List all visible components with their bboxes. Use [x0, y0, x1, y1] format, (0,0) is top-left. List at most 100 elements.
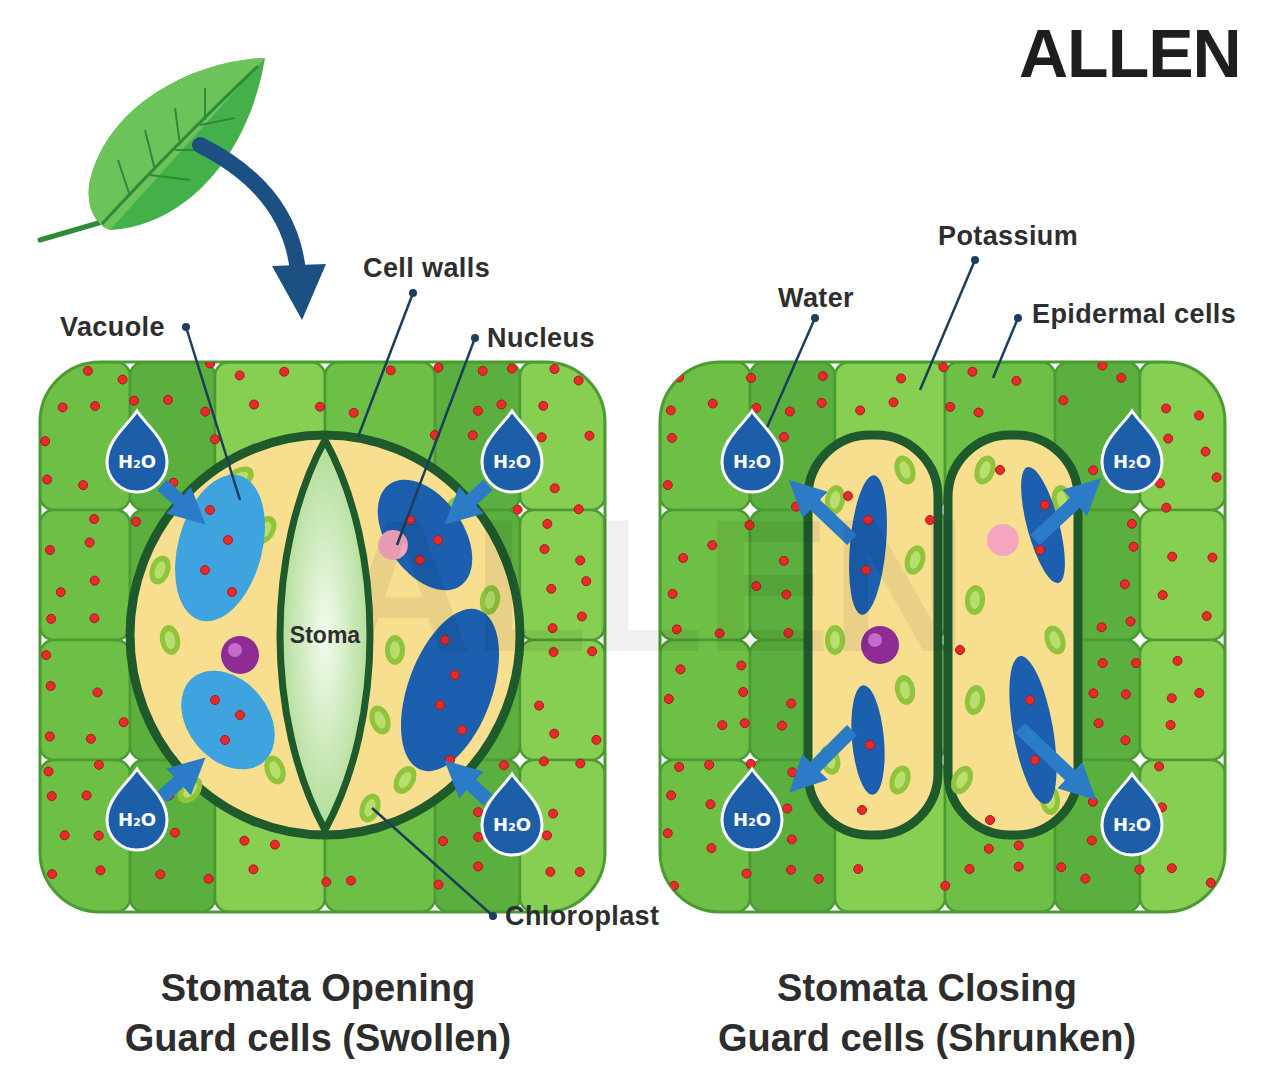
potassium-ion [862, 566, 871, 575]
drop-outline [1096, 771, 1168, 859]
potassium-ion [93, 688, 102, 697]
chloroplast-center [954, 770, 971, 791]
potassium-ion [818, 372, 827, 381]
potassium-ion [434, 536, 443, 545]
potassium-ion [1097, 623, 1106, 632]
logo: ALLEN [1019, 19, 1241, 87]
potassium-ion [550, 365, 559, 374]
chloroplast [355, 790, 384, 825]
chloroplast-center [897, 460, 913, 480]
potassium-ions [663, 362, 1221, 890]
potassium-ion [745, 521, 754, 530]
chloroplast-body [893, 673, 918, 706]
chloroplast [278, 573, 303, 606]
leader-dot [182, 323, 190, 331]
potassium-ion [474, 808, 483, 817]
potassium-ion [574, 505, 583, 514]
potassium-ion [1206, 878, 1215, 887]
potassium-ion [588, 647, 597, 656]
zoom-arrow [200, 145, 298, 272]
stoma-label: Stoma [250, 620, 400, 650]
potassium-ion [708, 399, 717, 408]
chloroplast-center [396, 770, 414, 791]
potassium-ion [79, 481, 88, 490]
potassium-ion [1158, 803, 1167, 812]
chloroplast-center [899, 680, 912, 699]
chloroplast-center [267, 760, 283, 780]
potassium-ion [250, 400, 259, 409]
chloroplast-body [145, 552, 174, 587]
potassium-ion [844, 492, 853, 501]
chloroplast [145, 552, 174, 587]
potassium-ion [746, 482, 755, 491]
chloroplast [885, 762, 914, 797]
potassium-ion [1089, 689, 1098, 698]
flow-arrow [162, 485, 184, 505]
potassium-ion [270, 840, 279, 849]
potassium-ion [499, 761, 508, 770]
water-label: H₂O [476, 449, 548, 475]
water-label: H₂O [1096, 449, 1168, 475]
chloroplast-body [964, 584, 987, 616]
chloroplast [963, 683, 988, 716]
potassium-ion [468, 431, 477, 440]
potassium-ion [715, 629, 724, 638]
potassium-ion [386, 366, 395, 375]
epidermal-cell [40, 510, 130, 640]
potassium-ion [672, 625, 681, 634]
potassium-ion [550, 484, 559, 493]
potassium-ion [1201, 447, 1210, 456]
potassium-ion [499, 828, 508, 837]
potassium-ion [458, 726, 467, 735]
potassium-ion [576, 556, 585, 565]
flow-arrow [162, 777, 184, 797]
leaf-veins [118, 88, 235, 196]
potassium-ion [416, 556, 425, 565]
water-drop: H₂O [101, 766, 173, 854]
potassium-ions [41, 362, 601, 889]
potassium-ion [90, 515, 99, 524]
potassium-ion [1117, 373, 1126, 382]
potassium-ion [1212, 473, 1221, 482]
epidermal-cells [660, 362, 1225, 912]
drop-shape [482, 774, 542, 855]
drop-shape [722, 769, 782, 850]
potassium-ion [211, 696, 220, 705]
potassium-ion [434, 363, 443, 372]
chloroplast [385, 635, 405, 665]
potassium-ion [50, 369, 59, 378]
potassium-ion [986, 816, 995, 825]
watermark: ALLEN [335, 490, 968, 680]
potassium-ions [201, 466, 1050, 825]
potassium-ion [897, 374, 906, 383]
potassium-ion [48, 870, 57, 879]
potassium-ion [1094, 719, 1103, 728]
potassium-ion [854, 864, 863, 873]
leader-dot [1014, 314, 1022, 322]
leaf-blade [89, 58, 265, 230]
chloroplast-center [284, 580, 297, 599]
potassium-ion [679, 554, 688, 563]
potassium-ion [965, 865, 974, 874]
potassium-ion [201, 407, 210, 416]
potassium-ion [708, 541, 717, 550]
potassium-ion [436, 701, 445, 710]
potassium-ion [707, 844, 716, 853]
drop-outline [101, 408, 173, 496]
potassium-ion [441, 636, 450, 645]
epidermis-outline [660, 362, 1225, 912]
potassium-ion [866, 741, 875, 750]
vacuole [847, 684, 888, 796]
water-label: H₂O [1096, 812, 1168, 838]
potassium-ion [505, 475, 514, 484]
potassium-ion [434, 880, 443, 889]
chloroplast [893, 673, 918, 706]
potassium-ion [1208, 362, 1217, 368]
potassium-ion [1120, 580, 1129, 589]
potassium-ion [451, 671, 460, 680]
panel-title: Stomata Opening Guard cells (Swollen) [124, 963, 512, 1063]
potassium-ion [1164, 434, 1173, 443]
potassium-ion [83, 366, 92, 375]
potassium-ion [96, 866, 105, 875]
epidermis-outline [40, 362, 605, 912]
